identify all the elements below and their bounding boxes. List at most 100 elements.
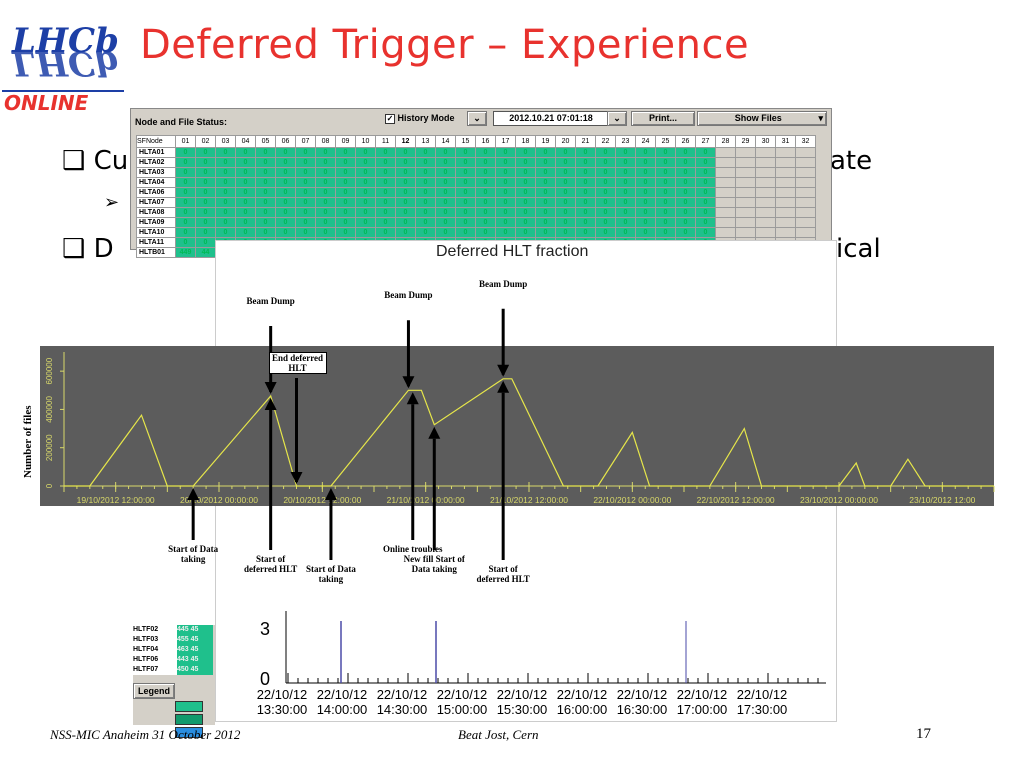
slide-title: Deferred Trigger – Experience <box>140 22 750 68</box>
y-tick-label: 0 <box>45 483 54 488</box>
bullet-fragment-1: ❑ Cu <box>62 146 129 176</box>
history-mode-toggle[interactable]: ✓ History Mode <box>385 113 455 124</box>
show-files-label: Show Files <box>734 113 782 123</box>
grid-col-header: 21 <box>575 135 596 148</box>
x-tick-label: 22/10/2012 12:00:00 <box>697 495 775 505</box>
grid-col-header: 10 <box>355 135 376 148</box>
down-arrow-head <box>497 364 510 377</box>
grid-col-header: 18 <box>515 135 536 148</box>
legend-button[interactable]: Legend <box>133 683 176 699</box>
annotation-label: Start of deferred HLT <box>476 564 530 584</box>
series-line <box>64 378 994 487</box>
node-file-status-window: Node and File Status: ✓ History Mode ⌄ 2… <box>130 108 832 258</box>
legend-swatch <box>175 701 203 712</box>
next-time-button[interactable]: ⌄ <box>607 111 627 126</box>
down-arrow-head <box>264 382 277 395</box>
grid-col-header: 29 <box>735 135 756 148</box>
page-number: 17 <box>916 726 931 742</box>
x-tick-label: 20/10/2012 00:00:00 <box>180 495 258 505</box>
bullet-fragment-2: ate <box>830 146 873 176</box>
bullet-fragment-3: ❑ D <box>62 234 114 264</box>
annotation-label: Beam Dump <box>479 278 528 289</box>
x-tick-label: 21/10/2012 00:00:00 <box>387 495 465 505</box>
y-axis-title: Number of files <box>22 405 34 478</box>
print-button[interactable]: Print... <box>631 111 695 126</box>
x-tick-label: 23/10/2012 12:00 <box>909 495 975 505</box>
annotation-label: Start of Data taking <box>168 544 219 564</box>
up-arrow-head <box>187 488 200 500</box>
legend-swatch <box>175 714 203 725</box>
grid-col-header: SFNode <box>136 135 176 148</box>
up-arrow-head <box>324 488 337 500</box>
legend-section: Legend <box>133 683 215 738</box>
annotation-label: Online troubles <box>382 544 443 554</box>
up-arrow-head <box>406 392 419 405</box>
x-tick-label: 21/10/2012 12:00:00 <box>490 495 568 505</box>
bullet-fragment-4: ical <box>836 234 881 264</box>
x-tick-label: 22/10/2012 00:00:00 <box>593 495 671 505</box>
grid-col-header: 16 <box>475 135 496 148</box>
annotation-label: Start of deferred HLT <box>244 554 298 574</box>
checkbox-icon[interactable]: ✓ <box>385 114 395 124</box>
footer-author: Beat Jost, Cern <box>458 727 539 742</box>
up-arrow-head <box>428 426 441 439</box>
prev-time-button[interactable]: ⌄ <box>467 111 487 126</box>
datetime-field[interactable]: 2012.10.21 07:01:18 <box>493 111 609 126</box>
y-axis-title-wrap: Number of files <box>18 372 46 482</box>
svg-text:LHCb: LHCb <box>11 21 119 61</box>
grid-col-header: 14 <box>435 135 456 148</box>
grid-col-header: 15 <box>455 135 476 148</box>
down-arrow-head <box>402 376 415 389</box>
grid-col-header: 20 <box>555 135 576 148</box>
grid-col-header: 11 <box>375 135 396 148</box>
footer-conference: NSS-MIC Anaheim 31 October 2012 <box>50 727 241 742</box>
up-arrow-head <box>497 380 510 393</box>
grid-col-header: 12 <box>395 135 416 148</box>
annotation-label: Start of Data taking <box>305 564 356 584</box>
annotation-label: End deferred HLT <box>268 352 327 374</box>
y-tick-label: 400000 <box>45 396 54 423</box>
down-arrow-head <box>290 472 303 484</box>
fraction-y-tick-0: 0 <box>260 669 271 689</box>
up-arrow-head <box>264 398 277 411</box>
x-tick-label: 23/10/2012 00:00:00 <box>800 495 878 505</box>
x-tick-label: 20/10/2012 12:00:00 <box>283 495 361 505</box>
fraction-title: Deferred HLT fraction <box>436 243 589 260</box>
dropdown-arrow-icon: ▾ <box>818 113 823 123</box>
grid-col-header: 04 <box>235 135 256 148</box>
sub-bullet-arrow-icon: ➢ <box>104 192 120 212</box>
x-tick-label: 19/10/2012 12:00:00 <box>77 495 155 505</box>
annotation-label: New fill Start of Data taking <box>403 554 465 574</box>
grid-col-header: 23 <box>615 135 636 148</box>
svg-text:LHCb: LHCb <box>11 43 119 83</box>
chart-background <box>40 346 994 506</box>
annotation-label: Beam Dump <box>246 296 295 307</box>
grid-col-header: 31 <box>775 135 796 148</box>
show-files-dropdown[interactable]: Show Files ▾ <box>697 111 827 126</box>
history-mode-label: History Mode <box>397 113 455 123</box>
y-tick-label: 600000 <box>45 357 54 384</box>
legend-swatch <box>175 727 203 738</box>
logo-online-text: ONLINE <box>4 91 89 114</box>
